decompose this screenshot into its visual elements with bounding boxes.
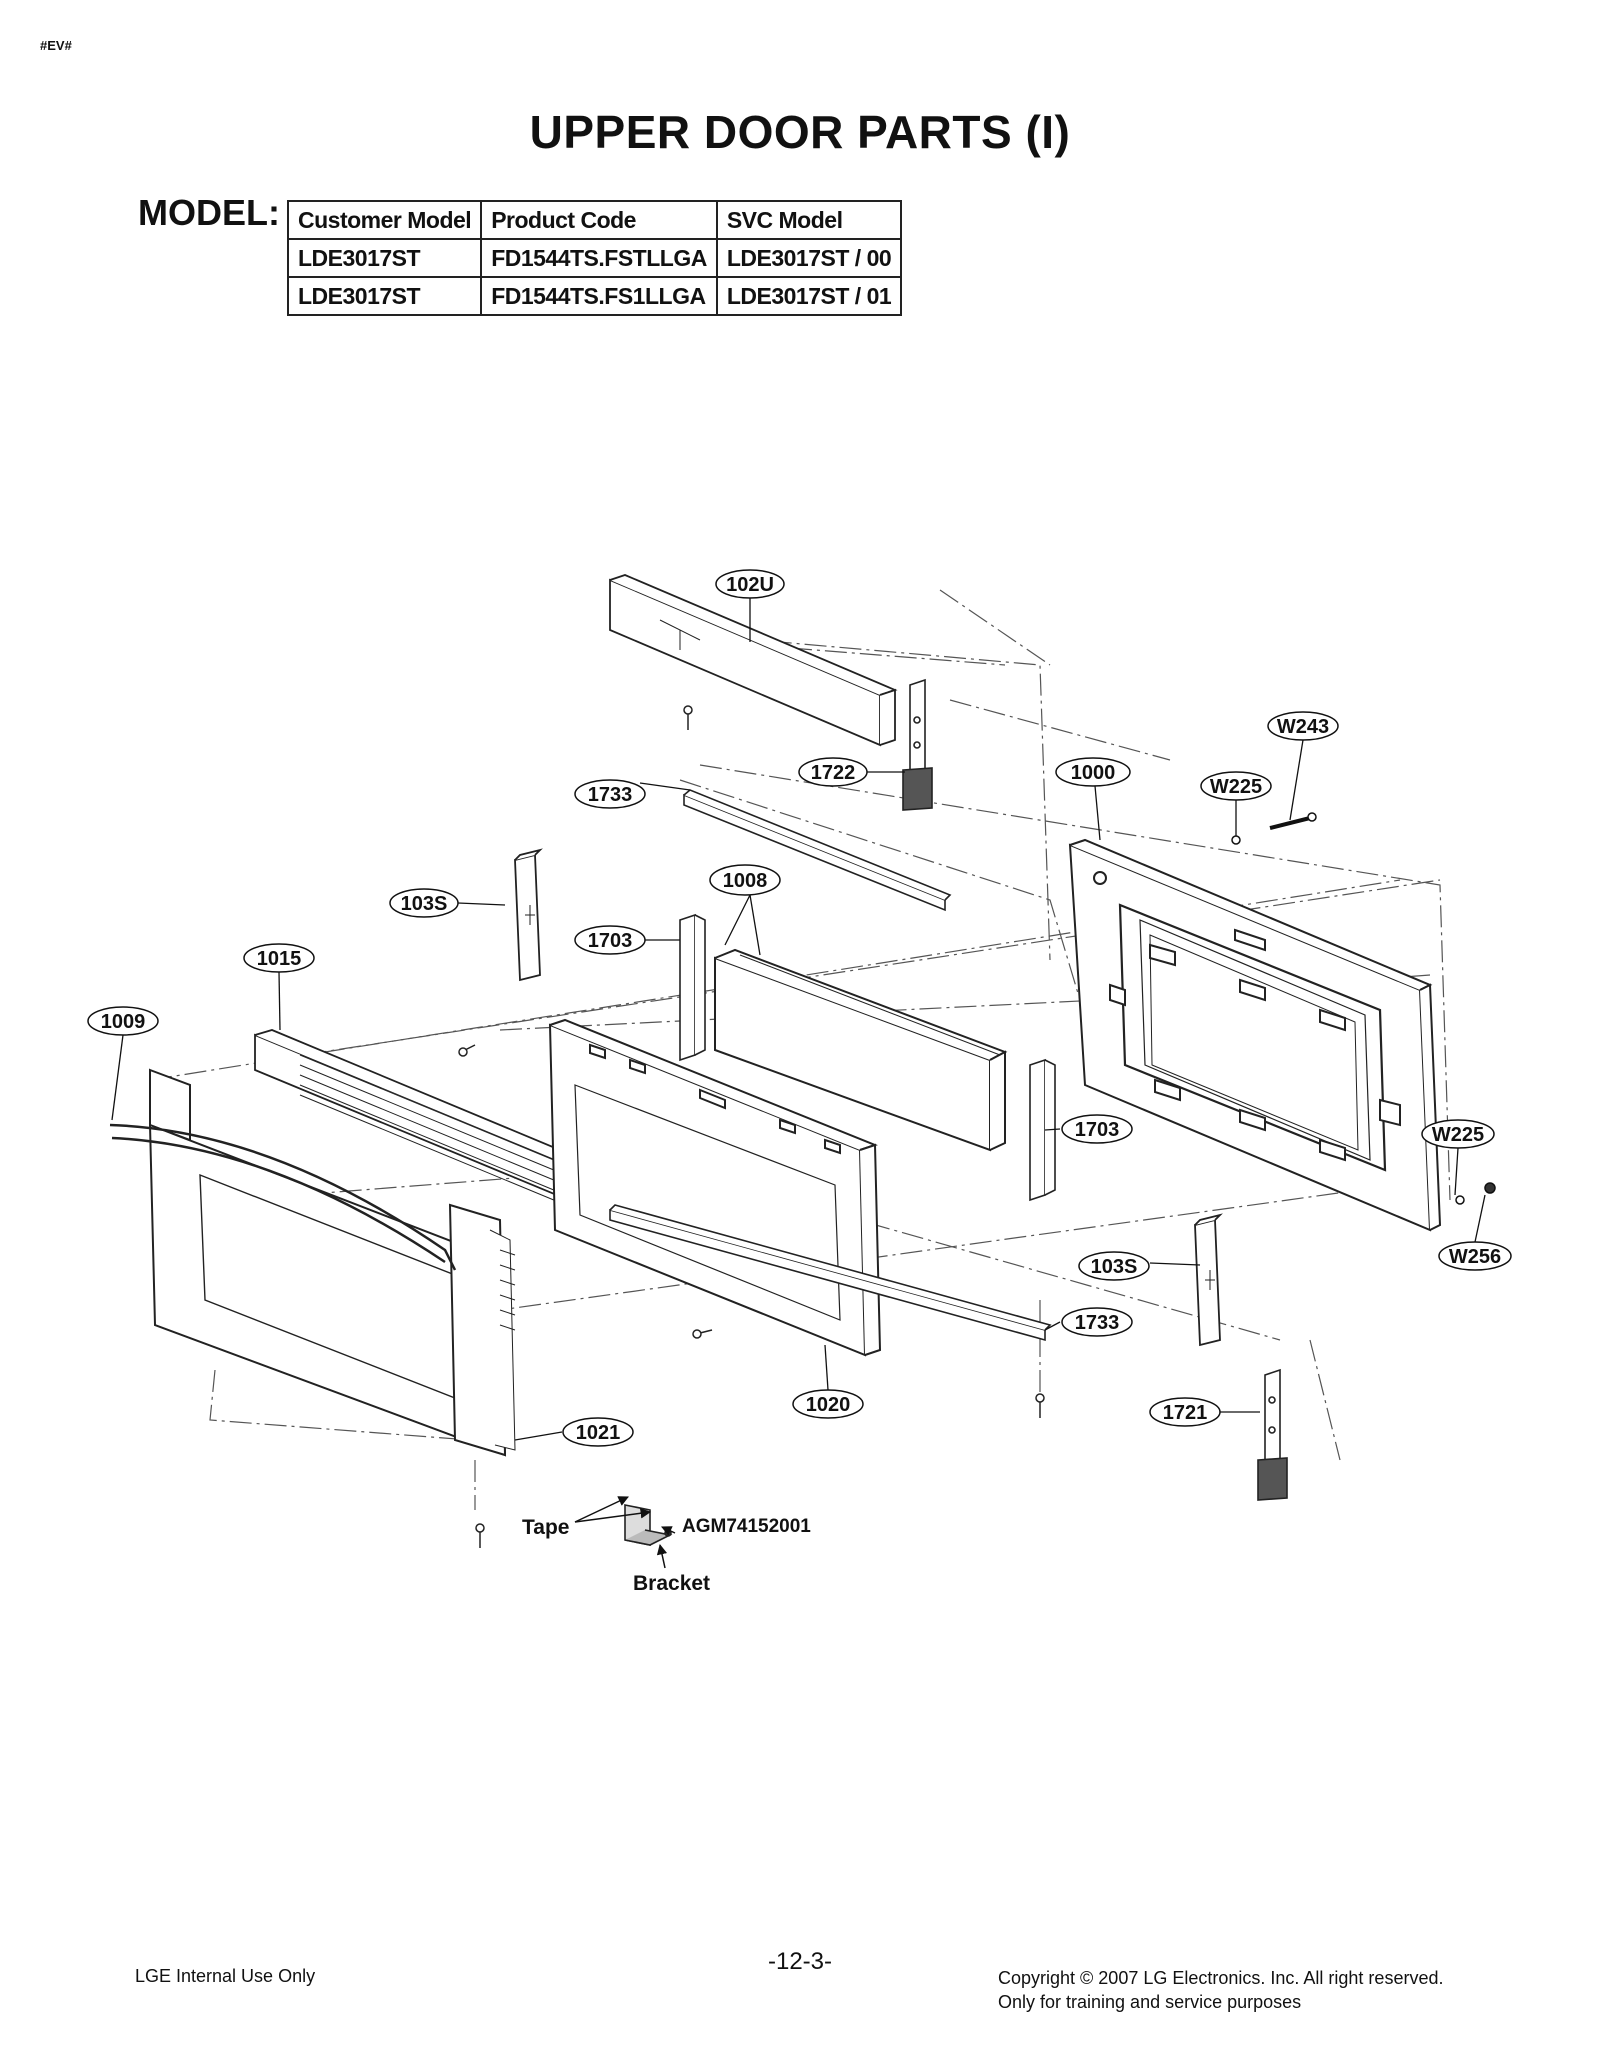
callout-label: 103S xyxy=(401,893,448,915)
table-cell: FD1544TS.FSTLLGA xyxy=(480,238,718,278)
callout-label: 1009 xyxy=(101,1011,146,1033)
callout-label: 1020 xyxy=(806,1394,851,1416)
table-row: LDE3017ST FD1544TS.FS1LLGA LDE3017ST / 0… xyxy=(286,276,903,316)
callout-102u: 102U xyxy=(715,569,785,599)
callout-label: 103S xyxy=(1091,1256,1138,1278)
callout-label: W225 xyxy=(1432,1124,1484,1146)
tape-label: Tape xyxy=(522,1516,569,1539)
callout-label: 1015 xyxy=(257,948,302,970)
trim-bar-102u xyxy=(609,574,898,747)
page-number: -12-3- xyxy=(767,1948,833,1975)
callout-1020: 1020 xyxy=(792,1389,864,1419)
column-header: Product Code xyxy=(480,200,718,240)
screw-parts xyxy=(458,705,1045,1548)
screw-w243 xyxy=(1231,812,1317,845)
callout-label: 1008 xyxy=(723,870,768,892)
channel-1703-left xyxy=(679,913,706,1062)
callout-label: W256 xyxy=(1449,1246,1501,1268)
column-header: Customer Model xyxy=(286,200,483,240)
callout-1703-left: 1703 xyxy=(574,925,646,955)
handle-1009 xyxy=(109,1123,457,1271)
callout-103s-bottom: 103S xyxy=(1078,1251,1150,1281)
screw-w256 xyxy=(1455,1182,1496,1205)
document-tag: #EV# xyxy=(40,38,72,53)
table-row: LDE3017ST FD1544TS.FSTLLGA LDE3017ST / 0… xyxy=(286,238,903,278)
callout-label: 102U xyxy=(726,574,774,596)
callout-label: W243 xyxy=(1277,716,1329,738)
callout-1733-top: 1733 xyxy=(574,779,646,809)
table-cell: LDE3017ST / 01 xyxy=(715,276,903,316)
callout-label: 1733 xyxy=(1075,1312,1120,1334)
spacer-103s-bottom xyxy=(1194,1213,1223,1347)
copyright-line: Copyright © 2007 LG Electronics. Inc. Al… xyxy=(998,1968,1444,1988)
callout-label: 1733 xyxy=(588,784,633,806)
page-title: UPPER DOOR PARTS (I) xyxy=(529,106,1071,158)
table-header-row: Customer Model Product Code SVC Model xyxy=(286,200,903,240)
callout-label: 1703 xyxy=(588,930,633,952)
callout-1703-right: 1703 xyxy=(1061,1114,1133,1144)
column-header: SVC Model xyxy=(715,200,903,240)
table-cell: LDE3017ST xyxy=(286,238,483,278)
callout-label: 1021 xyxy=(576,1422,621,1444)
callout-1000: 1000 xyxy=(1055,757,1131,787)
channel-1703-right xyxy=(1029,1058,1056,1202)
callout-1009: 1009 xyxy=(87,1006,159,1036)
callout-w256: W256 xyxy=(1438,1241,1512,1271)
callout-1721: 1721 xyxy=(1149,1397,1221,1427)
footer-copyright: Copyright © 2007 LG Electronics. Inc. Al… xyxy=(998,1966,1443,2014)
model-label: MODEL: xyxy=(138,192,280,233)
callout-label: 1721 xyxy=(1163,1402,1208,1424)
part-number-label: AGM74152001 xyxy=(682,1516,811,1537)
callout-1021: 1021 xyxy=(562,1417,634,1447)
callout-label: 1703 xyxy=(1075,1119,1120,1141)
callout-w225-top: W225 xyxy=(1200,771,1272,801)
callout-1733-bottom: 1733 xyxy=(1061,1307,1133,1337)
callout-w225-bottom: W225 xyxy=(1421,1119,1495,1149)
glass-panel-1008 xyxy=(714,948,1008,1152)
callouts: 102U 1722 1000 W243 W225 1733 1008 103S … xyxy=(87,569,1512,1447)
bracket-label: Bracket xyxy=(633,1572,710,1595)
callout-1015: 1015 xyxy=(243,943,315,973)
hinge-1722 xyxy=(902,678,933,811)
callout-label: 1000 xyxy=(1071,762,1116,784)
callout-w243: W243 xyxy=(1267,711,1339,741)
footer-internal-use: LGE Internal Use Only xyxy=(135,1966,316,1986)
bracket-notes xyxy=(574,1496,676,1569)
callout-103s-top: 103S xyxy=(389,888,459,918)
table-cell: FD1544TS.FS1LLGA xyxy=(480,276,718,316)
outer-door-1021 xyxy=(148,1068,516,1457)
bracket-detail xyxy=(624,1504,673,1546)
leader-lines xyxy=(111,598,1486,1441)
rail-1733-bottom xyxy=(609,1204,1052,1342)
purpose-line: Only for training and service purposes xyxy=(998,1992,1302,2012)
table-cell: LDE3017ST xyxy=(286,276,483,316)
hinge-1721 xyxy=(1257,1368,1288,1501)
table-cell: LDE3017ST / 00 xyxy=(715,238,903,278)
door-frame-1000 xyxy=(1068,838,1442,1232)
rail-1733-top xyxy=(683,789,952,912)
spacer-103s-top xyxy=(514,848,543,982)
callout-1008: 1008 xyxy=(709,864,781,896)
callout-label: 1722 xyxy=(811,762,856,784)
callout-label: W225 xyxy=(1210,776,1262,798)
callout-1722: 1722 xyxy=(798,757,868,787)
model-table: Customer Model Product Code SVC Model LD… xyxy=(286,200,903,316)
